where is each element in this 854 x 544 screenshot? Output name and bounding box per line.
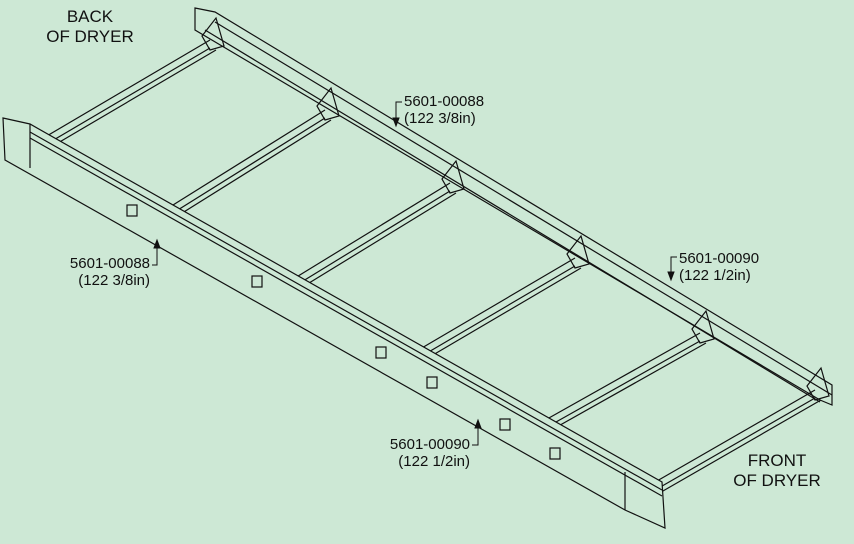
part-length: (122 3/8in) [78,272,150,289]
cross-member-edge [545,342,707,434]
part-length: (122 3/8in) [404,110,476,127]
cross-member-edge [649,389,816,486]
back-label-line2: OF DRYER [46,27,134,46]
part-number: 5601-00088 [69,255,150,272]
gusset-bracket [441,159,465,194]
cross-member-edge [420,267,582,363]
front-rail-cutouts [126,204,561,460]
back-of-dryer-label: BACK OF DRYER [40,7,140,47]
part-number: 5601-00090 [389,436,470,453]
leader-arrows [152,101,677,446]
part-number: 5601-00088 [404,93,485,110]
cross-member-edge [289,190,451,290]
cross-member-edge [539,340,701,432]
gusset-bracket [316,86,340,121]
cross-member-edge [164,117,326,219]
cross-member-edge [295,192,457,292]
cross-members [39,16,830,496]
part-number: 5601-00090 [679,250,760,267]
part-length: (122 1/2in) [398,453,470,470]
front-label-line1: FRONT [747,451,807,470]
callout-back-rail-right: 5601-00090 (122 1/2in) [679,250,759,284]
back-rail [194,7,833,406]
cross-member-edge [164,109,326,211]
cross-member-edge [649,397,816,494]
gusset-bracket [691,309,715,344]
cross-member-edge [39,39,211,141]
callout-back-rail-top: 5601-00088 (122 3/8in) [404,93,484,127]
gusset-bracket [806,366,830,401]
cross-member-edge [170,119,332,221]
gusset-bracket [201,16,225,51]
cross-member-edge [414,257,576,353]
part-length: (122 1/2in) [679,267,751,284]
callout-front-rail-bottom: 5601-00090 (122 1/2in) [375,436,470,470]
back-label-line1: BACK [66,7,114,26]
cross-member-edge [539,332,701,424]
cross-member-edge [414,265,576,361]
gusset-bracket [566,234,590,269]
front-label-line2: OF DRYER [733,471,821,490]
cross-member-edge [655,399,822,496]
cross-member-edge [289,182,451,282]
cross-member-edge [45,49,217,151]
cross-member-edge [39,47,211,149]
front-of-dryer-label: FRONT OF DRYER [722,451,832,491]
callout-front-rail-left: 5601-00088 (122 3/8in) [55,255,150,289]
front-rail [2,117,666,529]
